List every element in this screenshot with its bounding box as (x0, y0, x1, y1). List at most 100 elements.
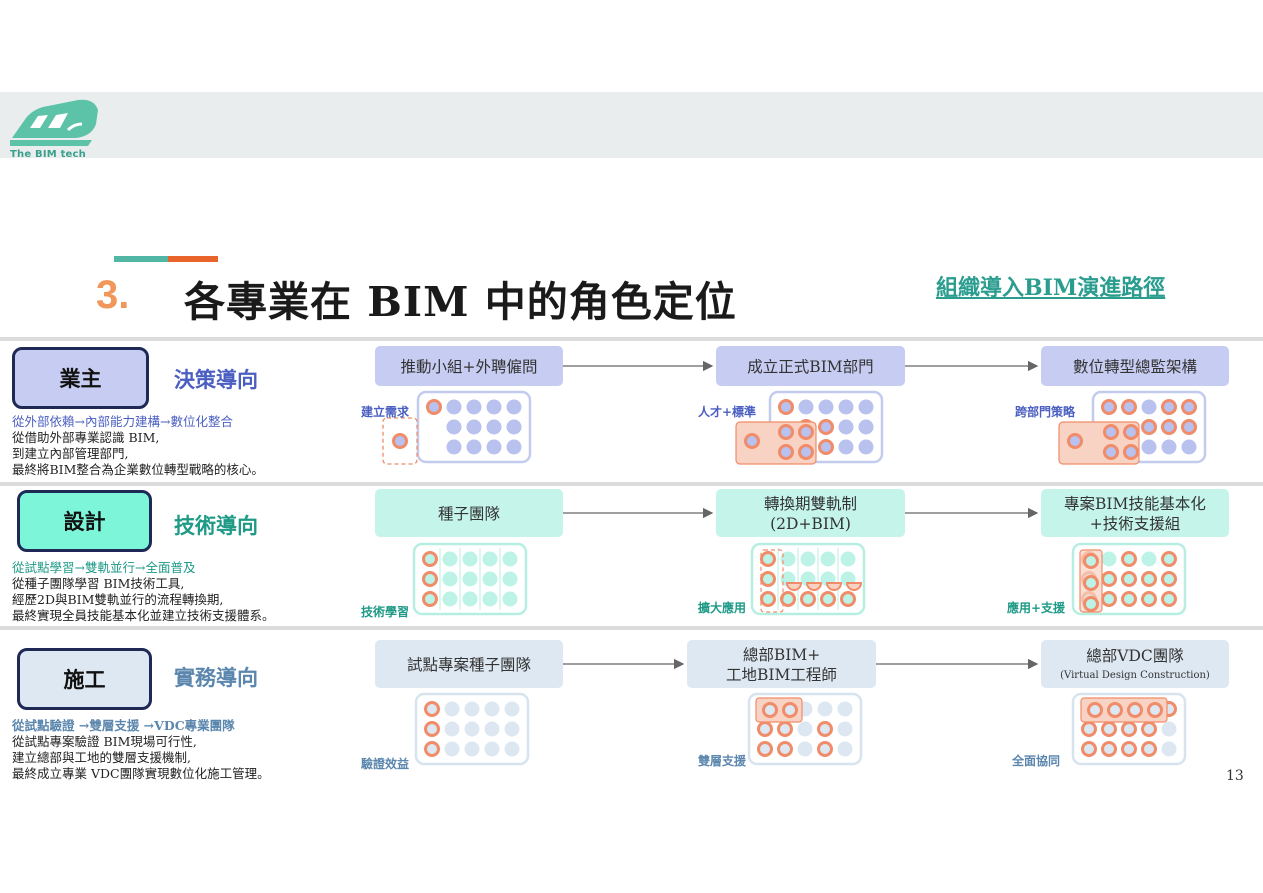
member-dot (486, 419, 502, 435)
member-dot (798, 399, 814, 415)
stage-tag: 全面協同 (1011, 753, 1060, 768)
stage-label: 成立正式BIM部門 (747, 358, 873, 376)
member-dot (1181, 439, 1197, 455)
member-dot (820, 551, 836, 567)
page-number: 13 (1226, 768, 1244, 784)
member-dot-highlighted (1121, 591, 1137, 607)
stage-label: 種子團隊 (438, 505, 501, 523)
member-dot (838, 419, 854, 435)
member-dot (466, 399, 482, 415)
member-dot-highlighted (777, 741, 793, 757)
member-dot (444, 741, 460, 757)
member-dot-highlighted (780, 591, 796, 607)
member-dot-highlighted (1123, 424, 1139, 440)
member-dot-highlighted (760, 591, 776, 607)
member-dot (484, 741, 500, 757)
member-dot (466, 439, 482, 455)
member-dot (442, 591, 458, 607)
stage-tag: 擴大應用 (698, 600, 746, 615)
member-dot-highlighted (422, 591, 438, 607)
stage-tag: 技術學習 (361, 604, 409, 619)
divider (0, 337, 1263, 341)
stage-tag: 應用+支援 (1007, 600, 1066, 615)
member-dot-highlighted (1087, 702, 1103, 718)
description-highlight: 從試點學習→雙軌並行→全面普及 (12, 560, 196, 575)
member-dot-highlighted (1067, 433, 1083, 449)
stage-tag: 跨部門策略 (1015, 404, 1076, 419)
orientation-construction: 實務導向 (174, 666, 258, 690)
member-dot-highlighted (1083, 596, 1099, 612)
member-dot (818, 399, 834, 415)
member-dot-highlighted (800, 591, 816, 607)
member-dot-highlighted (422, 551, 438, 567)
member-dot (817, 701, 833, 717)
member-dot-highlighted (1181, 419, 1197, 435)
title-accent-teal (114, 256, 168, 262)
member-dot-highlighted (1123, 444, 1139, 460)
member-dot (797, 741, 813, 757)
roadmap-link[interactable]: 組織導入BIM演進路徑 (936, 275, 1166, 301)
stage-box (1041, 346, 1229, 386)
member-dot (837, 721, 853, 737)
description-line: 從種子團隊學習 BIM技術工具, (12, 576, 185, 591)
member-dot-highlighted (1081, 741, 1097, 757)
member-dot (466, 419, 482, 435)
stage-tag: 驗證效益 (361, 756, 409, 771)
header-bar (0, 92, 1263, 158)
stage-box (375, 640, 563, 688)
member-dot (504, 721, 520, 737)
member-dot (1161, 439, 1177, 455)
stage-tag: 建立需求 (360, 404, 410, 419)
member-dot (840, 551, 856, 567)
member-dot-highlighted (1081, 721, 1097, 737)
member-dot (502, 591, 518, 607)
member-dot-half (845, 582, 863, 591)
member-dot-highlighted (1141, 591, 1157, 607)
description-line: 最終實現全員技能基本化並建立技術支援體系。 (12, 608, 275, 623)
member-dot-highlighted (817, 741, 833, 757)
member-dot (1161, 741, 1177, 757)
member-dot-highlighted (1121, 741, 1137, 757)
member-dot (484, 721, 500, 737)
role-design: 設計 (17, 490, 152, 552)
member-dot-highlighted (1083, 553, 1099, 569)
member-dot-highlighted (424, 721, 440, 737)
description-line: 從借助外部專業認識 BIM, (12, 430, 160, 445)
member-dot-highlighted (778, 424, 794, 440)
member-dot-highlighted (1181, 399, 1197, 415)
member-dot-highlighted (1103, 444, 1119, 460)
member-dot-highlighted (782, 702, 798, 718)
member-dot (502, 551, 518, 567)
stage-label: 總部VDC團隊 (1086, 647, 1184, 665)
member-dot-highlighted (1107, 702, 1123, 718)
member-dot-highlighted (1121, 399, 1137, 415)
member-dot-highlighted (762, 702, 778, 718)
description-highlight: 從外部依賴→內部能力建構→數位化整合 (12, 414, 233, 429)
member-dot (504, 741, 520, 757)
member-dot (482, 551, 498, 567)
member-dot-highlighted (1161, 551, 1177, 567)
stage-label: 專案BIM技能基本化 (1064, 495, 1206, 513)
member-dot (1161, 721, 1177, 737)
role-construction: 施工 (17, 648, 152, 710)
member-dot (838, 439, 854, 455)
member-dot-highlighted (744, 433, 760, 449)
member-dot (1141, 399, 1157, 415)
member-dot-highlighted (1161, 571, 1177, 587)
external-consultant-box (382, 417, 418, 465)
member-dot (780, 551, 796, 567)
member-dot-highlighted (798, 444, 814, 460)
member-dot-highlighted (1121, 551, 1137, 567)
member-dot-highlighted (820, 591, 836, 607)
member-dot-highlighted (757, 721, 773, 737)
section-number: 3. (96, 273, 130, 317)
member-dot-highlighted (426, 399, 442, 415)
member-dot (446, 399, 462, 415)
member-dot (837, 701, 853, 717)
stage-label: 轉換期雙軌制 (764, 495, 857, 513)
member-dot (462, 551, 478, 567)
member-dot (1141, 439, 1157, 455)
description-design: 從試點學習→雙軌並行→全面普及 從種子團隊學習 BIM技術工具, 經歷2D與BI… (12, 560, 275, 624)
orientation-owner: 決策導向 (174, 368, 258, 392)
